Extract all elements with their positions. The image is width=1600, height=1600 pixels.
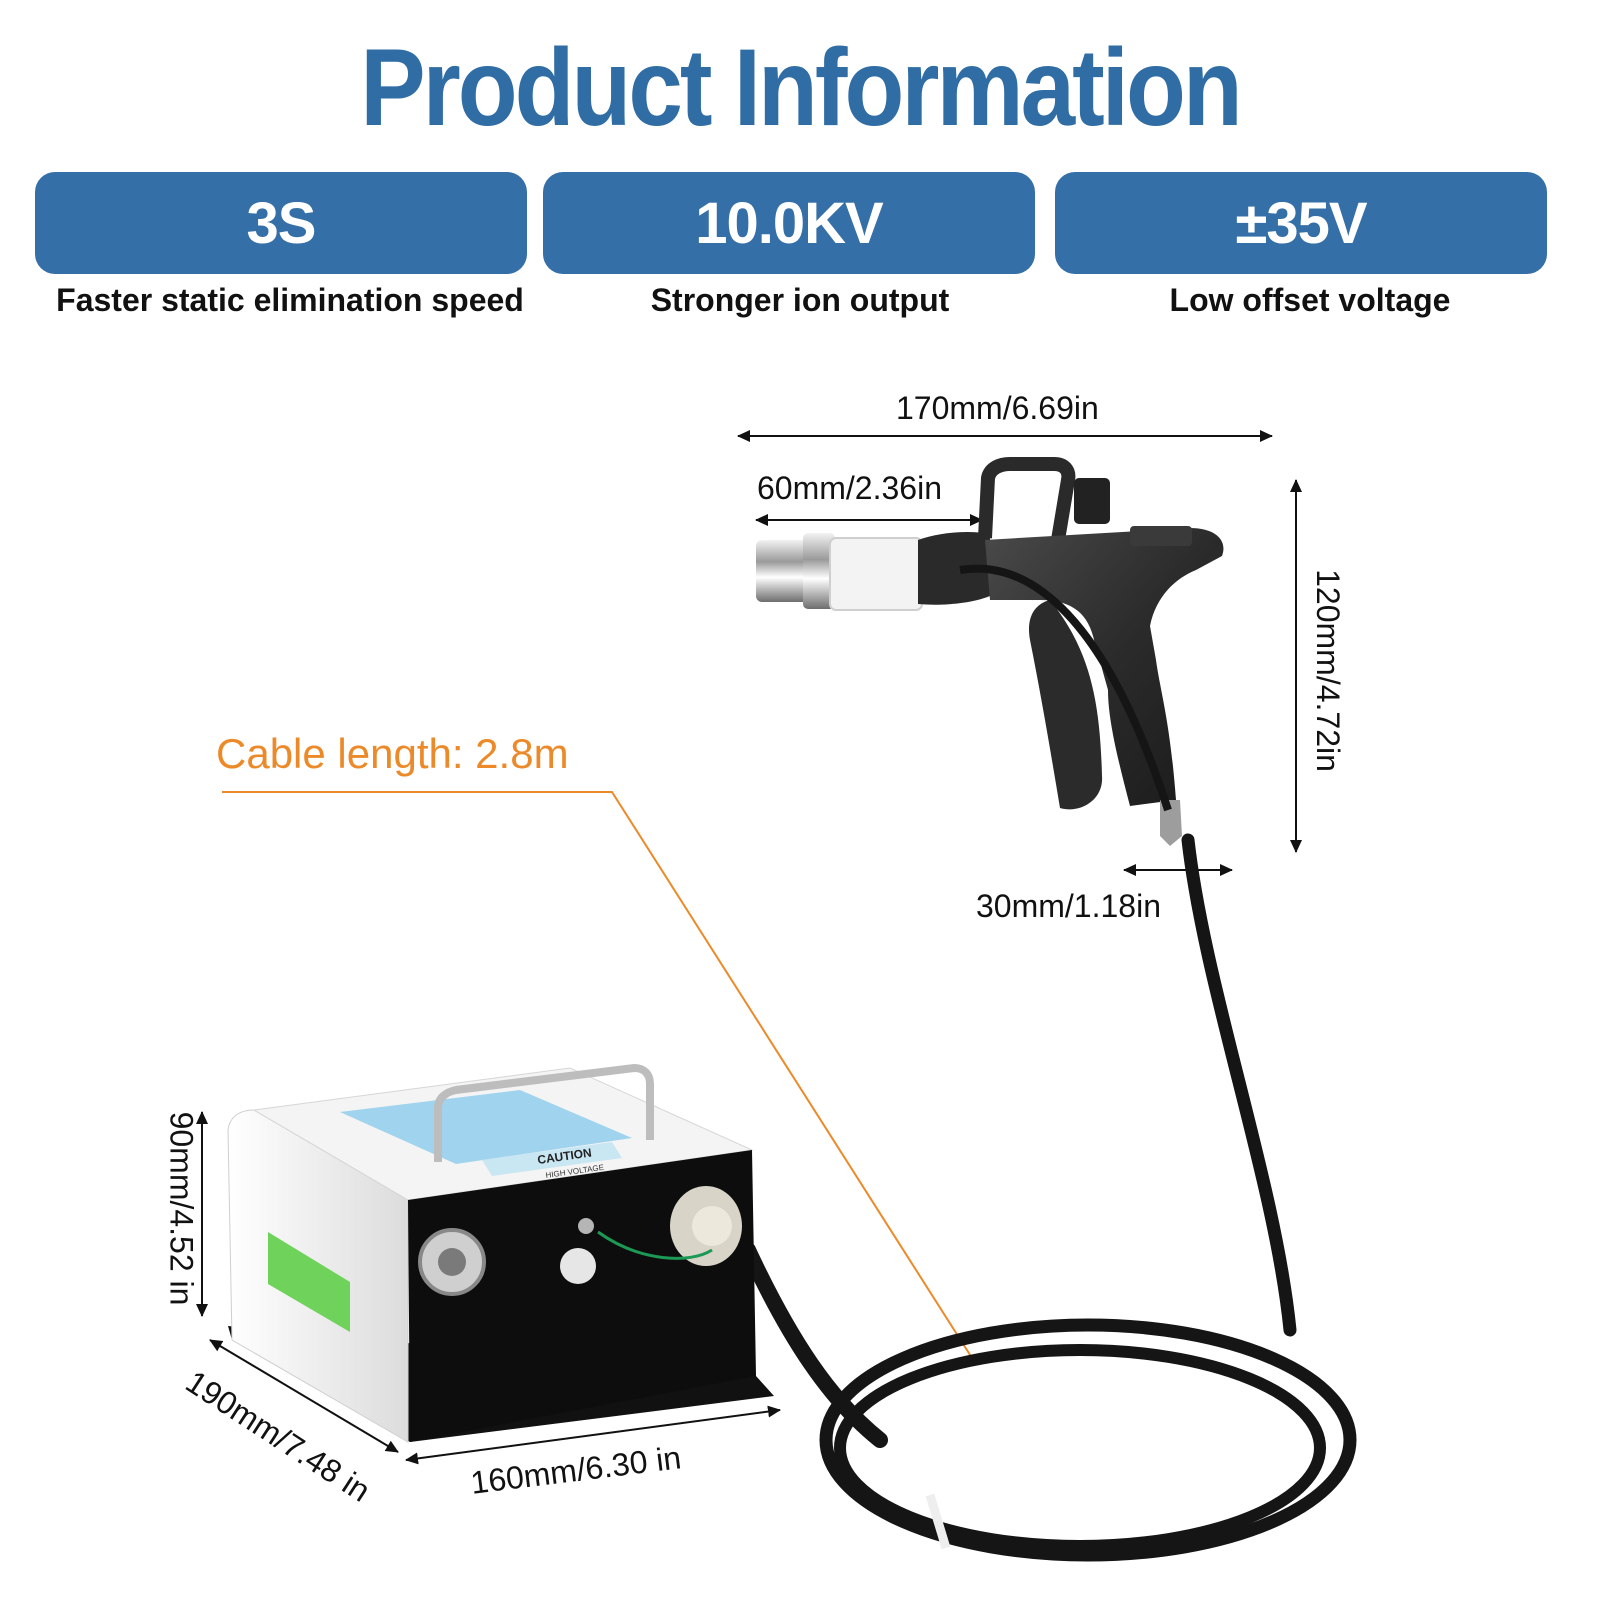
feature-value: ±35V — [1235, 190, 1367, 256]
dimension-nozzle-length: 60mm/2.36in — [757, 470, 942, 506]
feature-value: 10.0KV — [695, 190, 883, 256]
dimension-line-box-depth — [209, 1339, 399, 1453]
feature-badge-output: 10.0KV — [543, 172, 1035, 274]
gun-handle-loop — [978, 457, 1076, 542]
dimension-gun-length: 170mm/6.69in — [896, 390, 1099, 426]
feature-caption-speed: Faster static elimination speed — [56, 282, 524, 318]
carry-handle — [434, 1063, 654, 1162]
feature-value: 3S — [246, 190, 317, 256]
cable-length-label: Cable length: 2.8m — [216, 730, 569, 777]
dimension-line-box-width — [405, 1405, 781, 1465]
ionizer-gun — [756, 457, 1224, 846]
cable-tie — [925, 1493, 951, 1550]
dimension-box-height: 90mm/4.52 in — [163, 1111, 200, 1306]
cable-pointer-line — [222, 791, 973, 1359]
dimension-gun-height: 120mm/4.72in — [1309, 569, 1346, 772]
feature-caption-output: Stronger ion output — [650, 282, 950, 318]
feature-caption-offset: Low offset voltage — [1169, 282, 1451, 318]
feature-badge-speed: 3S — [35, 172, 527, 274]
gun-trigger — [1028, 600, 1103, 810]
control-box: CAUTION HIGH VOLTAGE — [227, 1063, 774, 1443]
cable-hose — [740, 833, 1357, 1562]
dimension-grip-width: 30mm/1.18in — [976, 888, 1161, 924]
feature-badge-offset: ±35V — [1055, 172, 1547, 274]
page-title: Product Information — [360, 25, 1242, 149]
